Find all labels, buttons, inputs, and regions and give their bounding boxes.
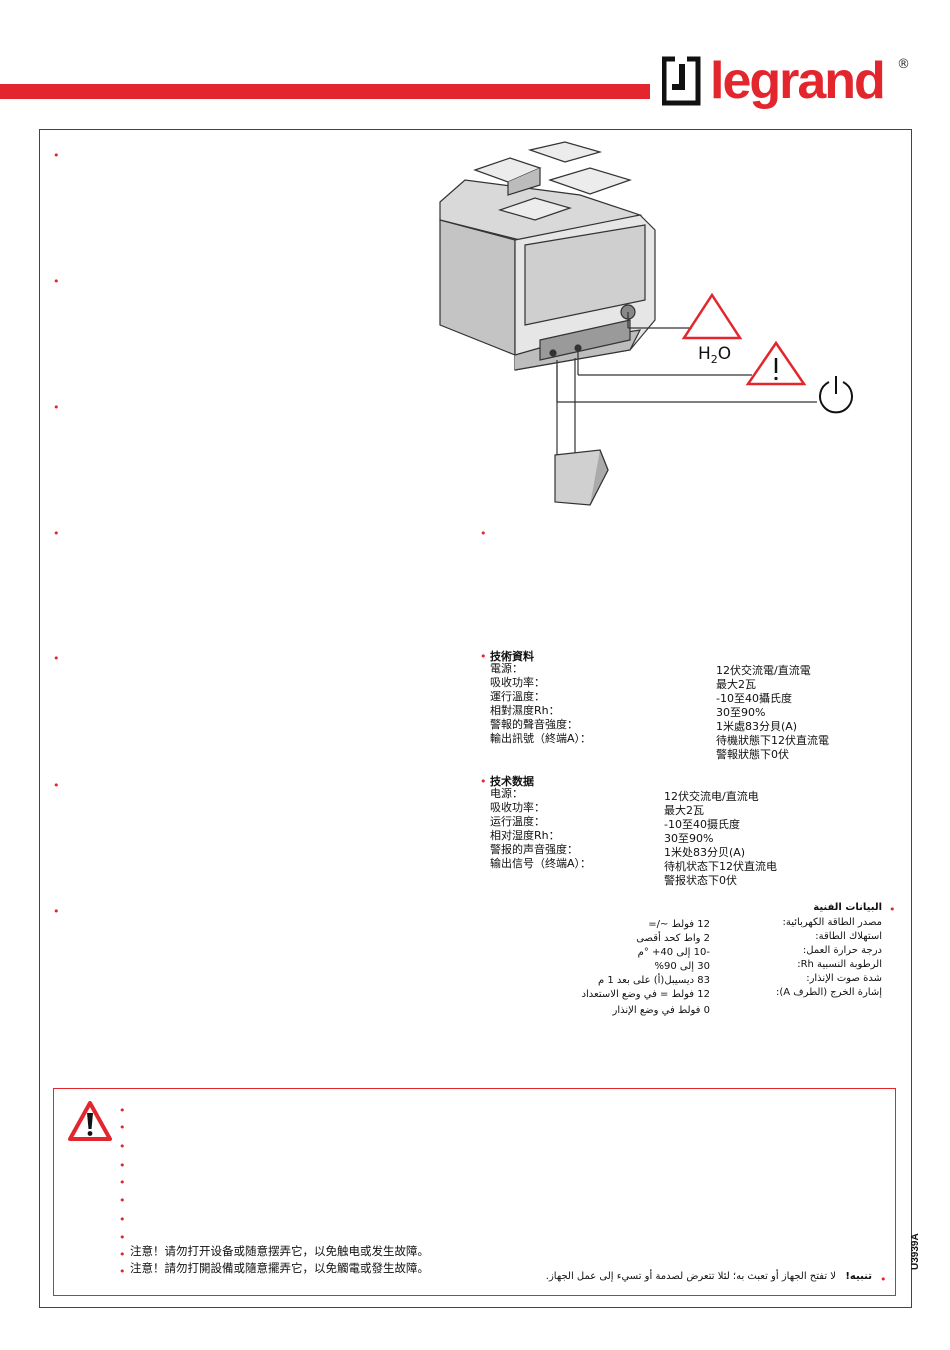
power-icon xyxy=(819,376,853,414)
specs-tw-label: 運行溫度： xyxy=(490,690,545,703)
water-warning-icon xyxy=(681,292,743,340)
specs-tw-label: 吸收功率： xyxy=(490,676,545,689)
warning-ar-text: لا تفتح الجهاز أو تعبث به؛ لئلا تتعرض لص… xyxy=(545,1271,836,1282)
specs-tw-value: 警報狀態下0伏 xyxy=(716,748,789,761)
section-bullet: • xyxy=(53,652,60,665)
specs-ar-label: استهلاك الطاقة: xyxy=(815,931,882,942)
caution-triangle-icon xyxy=(68,1101,112,1141)
warning-ar-bold: تنبيه! xyxy=(845,1271,872,1282)
specs-tw-label: 相對濕度Rh： xyxy=(490,704,560,717)
specs-ar-label: مصدر الطاقة الكهربائية: xyxy=(782,917,882,928)
specs-ar-value: 83 ديسيبل(أ) على بعد 1 م xyxy=(597,975,710,986)
warning-bullet: • xyxy=(119,1104,126,1117)
h2o-label: H2O xyxy=(698,344,731,366)
specs-cn-label: 警报的声音强度： xyxy=(490,843,578,856)
content-frame xyxy=(39,129,912,1308)
specs-ar-value: 30 إلى 90% xyxy=(654,961,710,972)
warning-bullet: • xyxy=(119,1213,126,1226)
specs-cn-value: 警报状态下0伏 xyxy=(664,874,737,887)
specs-ar-value: -10 إلى 40+ °م xyxy=(637,947,710,958)
legrand-logo-mark-icon xyxy=(662,56,701,106)
section-bullet: • xyxy=(53,527,60,540)
specs-ar-value: 12 فولط ~/= xyxy=(648,919,710,930)
specs-ar-value: 12 فولط = في وضع الاستعداد xyxy=(581,989,710,1000)
registered-mark: ® xyxy=(897,57,910,72)
specs-ar-label: الرطوبة النسبية Rh: xyxy=(797,959,882,970)
specs-tw-value: 待機狀態下12伏直流電 xyxy=(716,734,829,747)
section-bullet: • xyxy=(889,903,896,916)
specs-cn-label: 电源： xyxy=(490,787,523,800)
warning-cn: 注意！请勿打开设备或随意摆弄它，以免触电或发生故障。 xyxy=(130,1244,429,1258)
specs-tw-title: 技術資料 xyxy=(490,650,534,663)
section-bullet: • xyxy=(53,401,60,414)
specs-cn-value: 30至90% xyxy=(664,832,714,845)
specs-cn-label: 相对湿度Rh： xyxy=(490,829,560,842)
section-bullet: • xyxy=(480,650,487,663)
specs-ar-label: شدة صوت الإنذار: xyxy=(806,973,882,984)
warning-bullet: • xyxy=(119,1265,126,1278)
specs-ar-value: 2 واط كحد أقصى xyxy=(636,933,710,944)
section-bullet: • xyxy=(53,779,60,792)
specs-cn-title: 技术数据 xyxy=(490,775,534,788)
warning-tw: 注意！請勿打開設備或隨意擺弄它，以免觸電或發生故障。 xyxy=(130,1261,429,1275)
warning-bullet: • xyxy=(880,1273,887,1286)
specs-cn-label: 运行温度： xyxy=(490,815,545,828)
specs-ar-label: درجة حرارة العمل: xyxy=(802,945,882,956)
section-bullet: • xyxy=(53,149,60,162)
warning-bullet: • xyxy=(119,1231,126,1244)
header-red-bar xyxy=(0,84,650,99)
specs-cn-label: 输出信号（终端A）： xyxy=(490,857,592,870)
specs-tw-label: 警報的聲音強度： xyxy=(490,718,578,731)
warning-bullet: • xyxy=(119,1159,126,1172)
section-bullet: • xyxy=(53,905,60,918)
warning-bullet: • xyxy=(119,1194,126,1207)
specs-ar-title: البيانات الفنية xyxy=(813,902,882,913)
specs-cn-label: 吸收功率： xyxy=(490,801,545,814)
document-number: U3939A xyxy=(910,1233,921,1270)
legrand-logo-text: legrand xyxy=(710,52,886,110)
specs-tw-value: 1米處83分貝(A) xyxy=(716,720,798,733)
alarm-warning-icon xyxy=(745,340,807,386)
specs-cn-value: 最大2瓦 xyxy=(664,804,704,817)
warning-bullet: • xyxy=(119,1248,126,1261)
specs-tw-value: -10至40攝氏度 xyxy=(716,692,792,705)
specs-cn-value: 待机状态下12伏直流电 xyxy=(664,860,777,873)
specs-tw-label: 輸出訊號（終端A）： xyxy=(490,732,592,745)
section-bullet: • xyxy=(480,527,487,540)
specs-tw-value: 12伏交流電/直流電 xyxy=(716,664,811,677)
specs-tw-label: 電源： xyxy=(490,662,523,675)
specs-ar-value: 0 فولط في وضع الإنذار xyxy=(612,1005,710,1016)
specs-tw-value: 30至90% xyxy=(716,706,766,719)
legrand-logo: legrand xyxy=(662,52,886,110)
device-diagram: H2O xyxy=(439,141,853,506)
specs-cn-value: 1米处83分贝(A) xyxy=(664,846,746,859)
section-bullet: • xyxy=(480,775,487,788)
warning-bullet: • xyxy=(119,1176,126,1189)
section-bullet: • xyxy=(53,275,60,288)
specs-ar-label: إشارة الخرج (الطرف A): xyxy=(776,987,882,998)
warning-bullet: • xyxy=(119,1121,126,1134)
specs-cn-value: 12伏交流电/直流电 xyxy=(664,790,759,803)
specs-tw-value: 最大2瓦 xyxy=(716,678,756,691)
specs-cn-value: -10至40摄氏度 xyxy=(664,818,740,831)
warning-box xyxy=(53,1088,896,1296)
warning-bullet: • xyxy=(119,1140,126,1153)
